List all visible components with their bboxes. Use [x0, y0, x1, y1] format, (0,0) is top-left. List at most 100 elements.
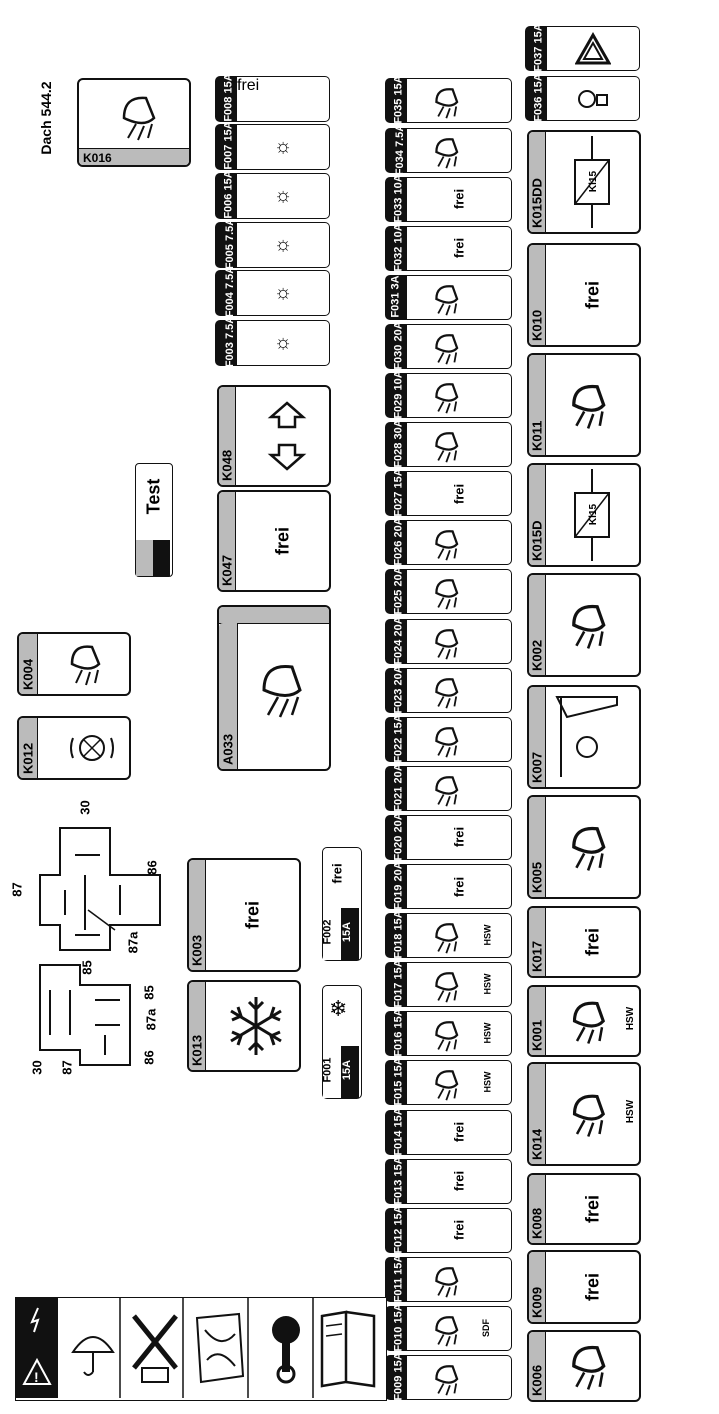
rotating-beacon-icon [70, 735, 114, 761]
fuse-F012: F012 15A frei [385, 1205, 513, 1253]
key-icon [272, 1316, 300, 1384]
light-icon: ☼ [273, 331, 293, 354]
up-down-arrows-icon [267, 401, 307, 471]
pin-label-87-b: 87 [59, 1060, 75, 1075]
fuse-F032: F032 10A frei [385, 223, 513, 271]
fuse-F008: F008 15A frei [215, 73, 331, 122]
fuse-F009: F009 15A [385, 1352, 513, 1401]
fuse-F026: F026 20A [385, 518, 513, 566]
lamp-icon [435, 923, 459, 954]
relay-K003: K003 frei [187, 858, 301, 972]
fuse-F023: F023 20A [385, 665, 513, 713]
fuse-F024: F024 20A [385, 616, 513, 664]
pin-label-30-a: 30 [77, 800, 93, 815]
lamp-icon [262, 664, 302, 718]
fuse-F005: F005 7.5A ☼ [215, 218, 331, 269]
lamp-icon [435, 775, 459, 807]
fuse-F031: F031 3A [385, 274, 513, 320]
svg-text:!: ! [34, 1369, 39, 1385]
lamp-icon [435, 1266, 459, 1298]
relay-K048: K048 [217, 385, 331, 487]
fuse-F010: F010 15A SDF [385, 1303, 513, 1352]
relay-K013: K013 [187, 980, 301, 1072]
test-block: Test [135, 463, 173, 577]
warning-icon: ! [22, 1307, 52, 1385]
light-icon: ☼ [273, 184, 293, 207]
fuse-F006: F006 15A ☼ [215, 170, 331, 219]
relay-K007: K007 [527, 685, 641, 789]
relay-K010-text: frei [582, 280, 603, 310]
fuse-F019: F019 20A frei [385, 861, 513, 910]
kl15-relay-icon [574, 136, 610, 228]
relay-K005: K005 [527, 795, 641, 899]
umbrella-icon [71, 1336, 115, 1376]
lamp-icon [435, 1365, 459, 1396]
snowflake-icon [230, 997, 282, 1055]
relay-K009-text: frei [582, 1272, 603, 1302]
pin-label-86-a: 86 [144, 860, 160, 875]
lamp-icon [435, 88, 459, 119]
lamp-icon [572, 826, 606, 871]
fuse-F017: F017 15A HSW [385, 960, 513, 1008]
fuse-F014: F014 15A frei [385, 1107, 513, 1155]
relay-K047: K047 frei [217, 490, 331, 592]
relay-pinout-diagram [39, 827, 161, 1066]
lamp-icon [572, 1094, 606, 1137]
snowflake-icon: ❄ [329, 996, 348, 1021]
lamp-icon [435, 432, 459, 463]
relay-K011: K011 [527, 353, 641, 457]
fuse-F021: F021 20A [385, 763, 513, 811]
fuse-F036: F036 15A [525, 73, 641, 122]
fuse-F007: F007 15A ☼ [215, 121, 331, 170]
lamp-icon [572, 1001, 606, 1044]
relay-K002: K002 [527, 573, 641, 677]
lamp-icon [435, 972, 459, 1003]
lamp-icon [435, 284, 459, 316]
lamp-icon [435, 383, 459, 414]
fuse-F025: F025 20A [385, 567, 513, 615]
lamp-icon [572, 1345, 606, 1390]
fuse-F034: F034 7.5A [385, 123, 513, 175]
lamp-icon [435, 137, 459, 169]
lamp-icon [435, 726, 459, 758]
relay-K003-text: frei [242, 900, 263, 930]
relay-A033: A033 [217, 605, 331, 771]
warning-panel: ! [15, 1297, 387, 1401]
relay-K014: K014 HSW [527, 1062, 641, 1166]
hazard-icon [575, 31, 611, 65]
lamp-icon [572, 384, 606, 429]
relay-K012: K012 [17, 716, 131, 780]
fuse-F018: F018 15A HSW [385, 910, 513, 959]
pin-label-86-b: 86 [141, 1050, 157, 1065]
lamp-icon [578, 90, 608, 108]
light-icon: ☼ [273, 281, 293, 304]
fuse-F016: F016 15A HSW [385, 1009, 513, 1057]
fuse-F033: F033 10A frei [385, 174, 513, 222]
fuse-F013: F013 15A frei [385, 1156, 513, 1204]
relay-K004: K004 [17, 632, 131, 696]
fuse-F037: F037 15A [525, 23, 641, 72]
pin-label-87a-b: 87a [143, 1008, 159, 1031]
pin-label-30-b: 30 [29, 1060, 45, 1075]
fuse-F011: F011 15A [385, 1254, 513, 1302]
pin-label-85-a: 85 [79, 960, 95, 975]
fuse-F001: F001 15A ❄ [322, 985, 362, 1099]
lamp-icon [122, 96, 156, 141]
fuse-F022: F022 15A [385, 714, 513, 762]
no-water-icon [132, 1314, 178, 1383]
relay-K008-text: frei [582, 1194, 603, 1224]
fuse-F003: F003 7.5A ☼ [215, 316, 331, 367]
relay-K001: K001 HSW [527, 985, 641, 1057]
lamp-icon [435, 628, 459, 660]
relay-K015D: K015D Kl15 [527, 463, 641, 567]
fuse-F029: F029 10A [385, 370, 513, 419]
fuse-F028: F028 30A [385, 419, 513, 468]
relay-K006: K006 [527, 1330, 641, 1402]
lamp-icon [435, 1021, 459, 1052]
pin-label-87-a: 87 [9, 882, 25, 897]
lamp-icon [435, 677, 459, 709]
